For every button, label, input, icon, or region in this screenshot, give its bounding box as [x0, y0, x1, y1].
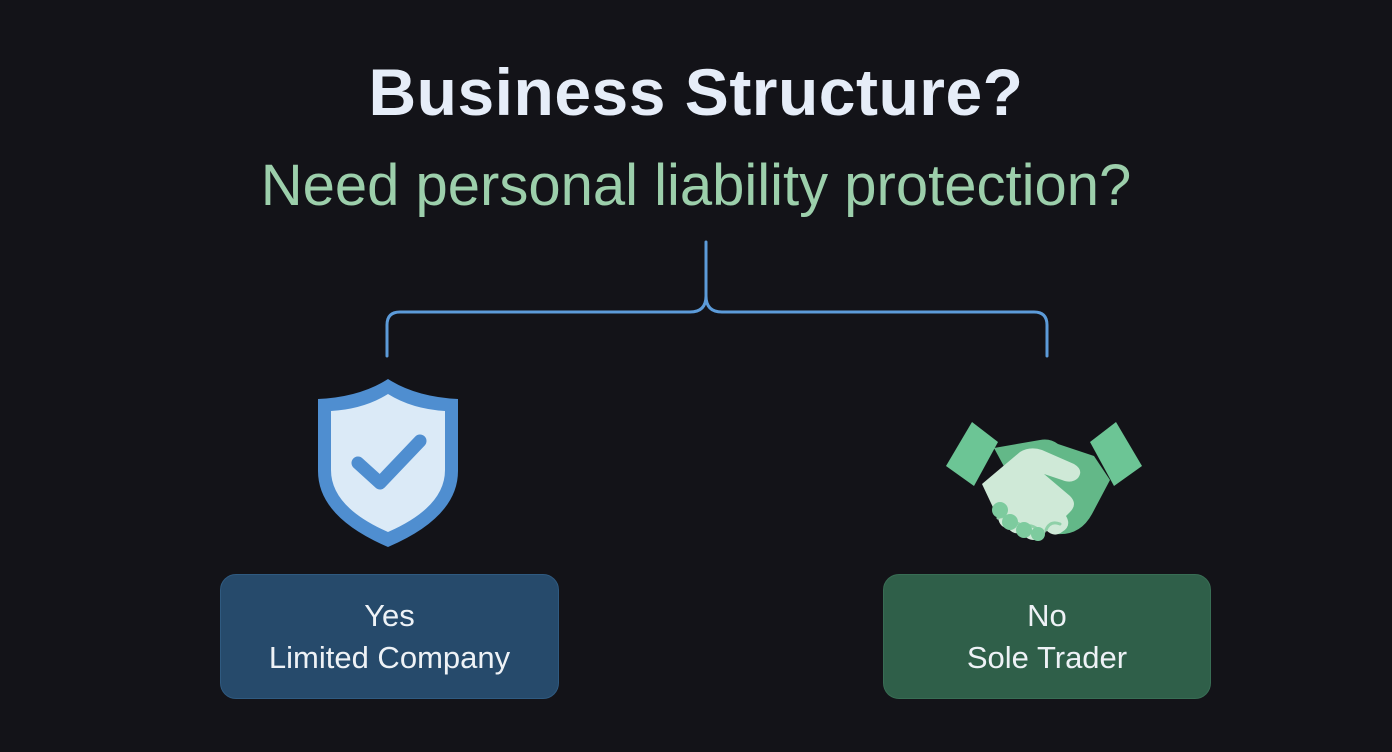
diagram-title: Business Structure? [368, 55, 1024, 129]
limited-company-label: Limited Company [268, 639, 511, 675]
no-sole-trader-box[interactable]: No Sole Trader [883, 574, 1211, 699]
no-answer-label: No [1027, 597, 1067, 633]
handshake-icon [946, 422, 1142, 541]
shield-check-icon [318, 379, 458, 547]
yes-answer-label: Yes [364, 597, 415, 633]
sole-trader-label: Sole Trader [966, 639, 1128, 675]
decision-question: Need personal liability protection? [260, 153, 1132, 218]
yes-limited-company-box[interactable]: Yes Limited Company [220, 574, 559, 699]
